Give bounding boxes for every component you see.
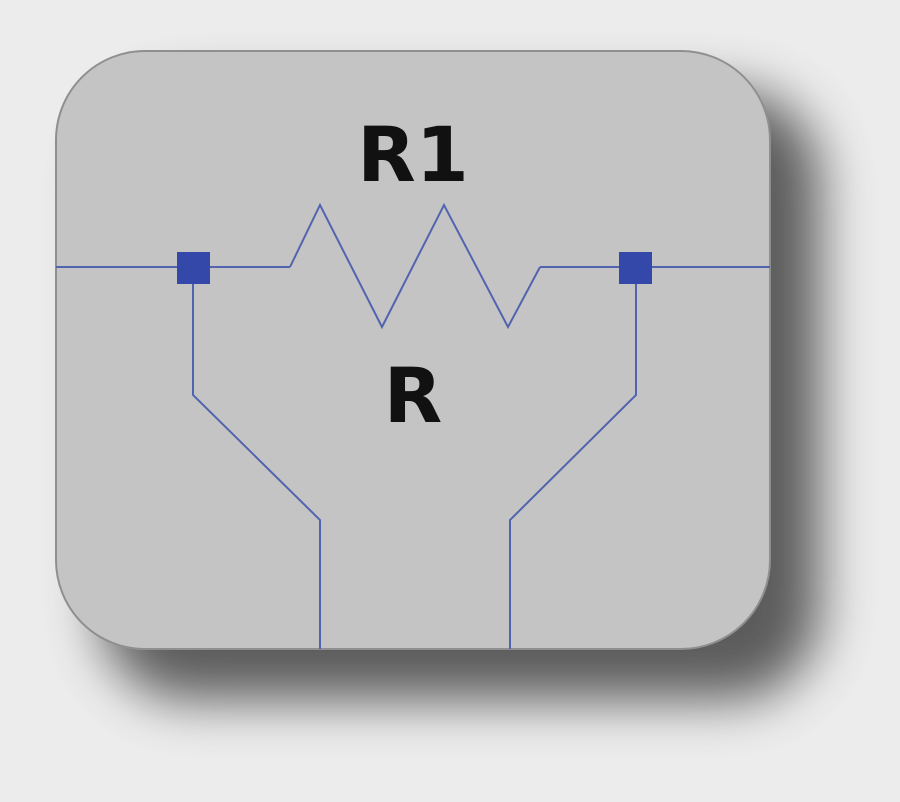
component-card[interactable]: [55, 50, 771, 650]
right-sense-wire: [509, 270, 637, 649]
resistor-zigzag-icon: [289, 202, 541, 330]
left-pin[interactable]: [177, 252, 210, 284]
value-label: R: [384, 351, 443, 440]
left-sense-wire: [192, 270, 321, 649]
right-pin[interactable]: [619, 252, 652, 284]
designator-label: R1: [357, 110, 468, 199]
